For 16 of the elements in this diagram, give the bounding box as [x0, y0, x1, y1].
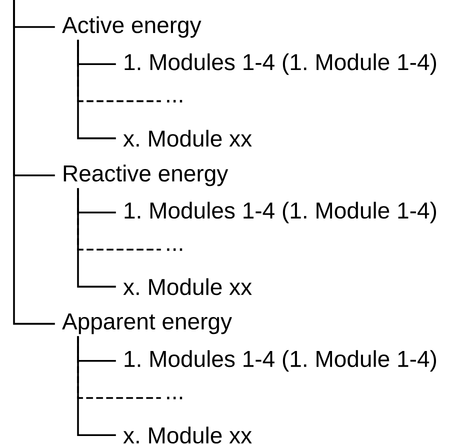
- connector-line: [13, 0, 55, 325]
- tree-item: 1. Modules 1-4 (1. Module 1-4): [124, 350, 436, 372]
- connector-line: [77, 336, 116, 436]
- tree-heading: Reactive energy: [64, 164, 228, 186]
- tree-item: 1. Modules 1-4 (1. Module 1-4): [124, 53, 436, 75]
- tree-item: 1. Modules 1-4 (1. Module 1-4): [124, 202, 436, 224]
- ellipsis: ...: [167, 248, 182, 251]
- tree-heading: Apparent energy: [62, 314, 232, 334]
- tree-item: x. Module xx: [123, 426, 252, 444]
- tree-item: x. Module xx: [123, 130, 252, 147]
- ellipsis: ...: [167, 396, 182, 400]
- ellipsis: ...: [167, 100, 182, 102]
- connector-line: [77, 40, 116, 140]
- tree-item: x. Module xx: [123, 278, 252, 296]
- connector-line: [77, 188, 116, 288]
- tree-heading: Active energy: [62, 16, 202, 38]
